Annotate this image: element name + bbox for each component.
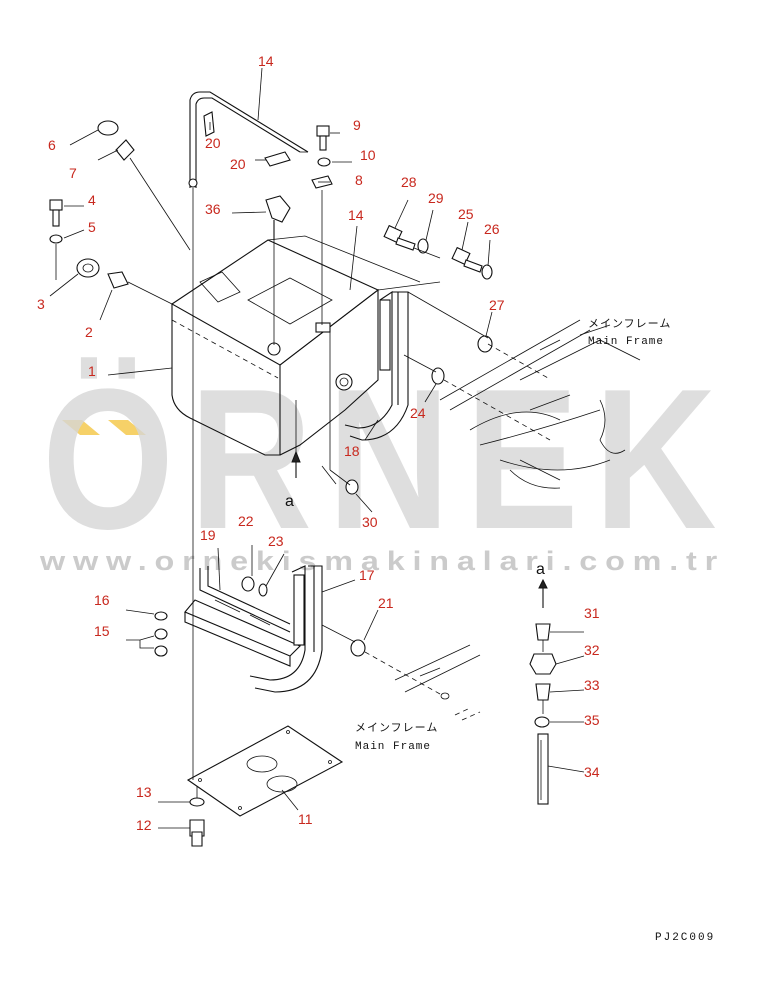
callout-33: 33 — [584, 677, 600, 693]
watermark-brand: ÖRNEK — [42, 348, 732, 571]
view-a-label-lower: a — [536, 561, 545, 578]
washer-13 — [189, 797, 205, 807]
callout-9: 9 — [353, 117, 361, 133]
small-parts-top — [49, 111, 551, 495]
callout-3: 3 — [37, 296, 45, 312]
main-frame-jp-upper: メインフレーム — [588, 317, 671, 330]
callout-4: 4 — [88, 192, 96, 208]
callout-23: 23 — [268, 533, 284, 549]
callout-17: 17 — [359, 567, 375, 583]
callout-6: 6 — [48, 137, 56, 153]
callout-18: 18 — [344, 443, 360, 459]
callout-14-upper: 14 — [258, 53, 274, 69]
callout-11: 11 — [298, 811, 313, 827]
callout-12: 12 — [136, 817, 152, 833]
main-frame-upper — [439, 319, 641, 489]
callout-35: 35 — [584, 712, 600, 728]
nut-15-a — [154, 628, 168, 640]
washer-23 — [258, 583, 268, 597]
callout-27: 27 — [489, 297, 505, 313]
callout-28: 28 — [401, 174, 417, 190]
main-frame-jp-lower: メインフレーム — [355, 721, 438, 734]
bracket-18 — [344, 290, 409, 441]
callout-32: 32 — [584, 642, 600, 658]
callout-22: 22 — [238, 513, 254, 529]
callout-30: 30 — [362, 514, 378, 530]
callout-36: 36 — [205, 201, 221, 217]
callout-21: 21 — [378, 595, 394, 611]
callout-26: 26 — [484, 221, 500, 237]
callout-2: 2 — [85, 324, 93, 340]
watermark: ÖRNEK www.ornekismakinalari.com.tr — [39, 348, 732, 576]
cover-plate-11 — [186, 725, 344, 817]
part-callouts: 1 2 3 4 5 6 7 8 9 10 11 12 13 14 14 15 1… — [37, 53, 600, 833]
view-a-label-upper: a — [285, 493, 294, 510]
watermark-dot-right — [108, 420, 146, 435]
callout-7: 7 — [69, 165, 77, 181]
callout-19: 19 — [200, 527, 216, 543]
main-frame-lower — [394, 644, 481, 721]
leader-lines — [49, 67, 585, 829]
watermark-dot-left — [62, 420, 100, 435]
main-frame-en-upper: Main Frame — [588, 336, 664, 348]
callout-13: 13 — [136, 784, 152, 800]
callout-20-lower: 20 — [230, 156, 246, 172]
callout-8: 8 — [355, 172, 363, 188]
callout-25: 25 — [458, 206, 474, 222]
view-a-detail: a — [529, 561, 557, 805]
callout-29: 29 — [428, 190, 444, 206]
nut-21 — [350, 639, 366, 657]
rod-14 — [188, 91, 309, 188]
callout-14-lower: 14 — [348, 207, 364, 223]
drawing-code: PJ2C009 — [655, 932, 715, 944]
view-arrow-upper: a — [285, 450, 301, 510]
callout-10: 10 — [360, 147, 376, 163]
hydraulic-tank — [170, 235, 441, 456]
bolt-12-shank — [191, 831, 203, 847]
callout-20-upper: 20 — [205, 135, 221, 151]
lower-bracket-17 — [249, 565, 323, 693]
watermark-url: www.ornekismakinalari.com.tr — [39, 546, 725, 576]
callout-1: 1 — [88, 363, 96, 379]
callout-15: 15 — [94, 623, 110, 639]
callout-31: 31 — [584, 605, 600, 621]
callout-24: 24 — [410, 405, 426, 421]
callout-5: 5 — [88, 219, 96, 235]
nut-15-b — [154, 645, 168, 657]
collar-22 — [241, 576, 255, 592]
callout-16: 16 — [94, 592, 110, 608]
callout-34: 34 — [584, 764, 600, 780]
lower-bracket-19 — [184, 566, 301, 667]
washer-16 — [154, 611, 168, 621]
main-frame-en-lower: Main Frame — [355, 741, 431, 753]
